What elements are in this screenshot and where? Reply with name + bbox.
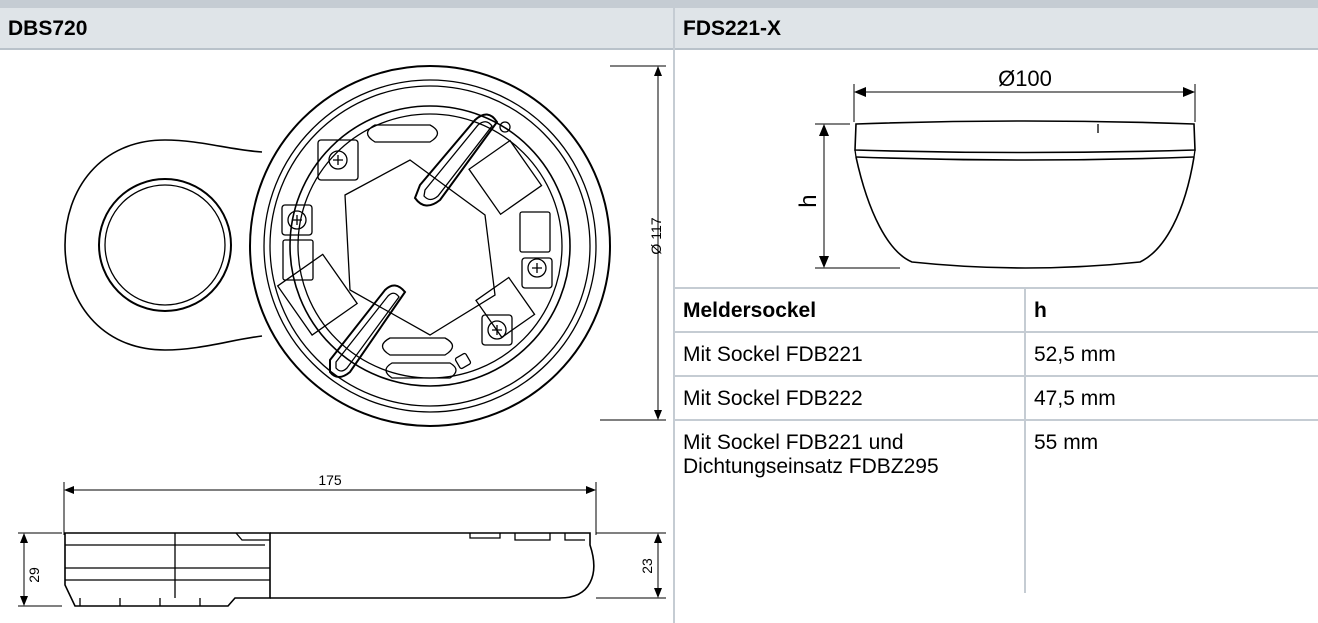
- top-rule: [0, 0, 1318, 8]
- fds221x-detector: [854, 120, 1196, 269]
- dbs720-top-view-drawing: [64, 65, 666, 427]
- dbs720-top-view: [64, 65, 611, 427]
- panel-title-fds221x: FDS221-X: [675, 8, 1318, 50]
- table-header-h: h: [1025, 287, 1318, 332]
- column-divider: [673, 8, 675, 623]
- dim-width-175: [63, 482, 597, 535]
- table-cell-sockel: Mit Sockel FDB221 und Dichtungseinsatz F…: [675, 419, 1026, 593]
- table-cell-h: 55 mm: [1025, 419, 1318, 593]
- table-header-meldersockel: Meldersockel: [675, 287, 1026, 332]
- dbs720-side-view: [64, 532, 595, 607]
- dim-diameter-100: [853, 84, 1196, 122]
- table-row: Mit Sockel FDB221 52,5 mm: [675, 331, 1318, 376]
- dim-label-h: h: [795, 194, 822, 208]
- dim-label-width-175: 175: [318, 472, 342, 488]
- table-row: Mit Sockel FDB221 und Dichtungseinsatz F…: [675, 419, 1318, 593]
- table-cell-h: 52,5 mm: [1025, 331, 1318, 376]
- dim-label-height-29: 29: [26, 567, 42, 583]
- table-row: Mit Sockel FDB222 47,5 mm: [675, 375, 1318, 420]
- dim-height-23: [596, 532, 666, 599]
- fds221x-side-view-drawing: [815, 84, 1196, 269]
- dim-height-h: [815, 123, 900, 269]
- table-header-row: Meldersockel h: [675, 287, 1318, 332]
- panel-title-dbs720: DBS720: [0, 8, 673, 50]
- meldersockel-table: Meldersockel h Mit Sockel FDB221 52,5 mm…: [675, 287, 1318, 593]
- dim-label-diameter-117: Ø 117: [648, 217, 664, 255]
- table-cell-sockel: Mit Sockel FDB221: [675, 331, 1026, 376]
- dim-label-diameter-100: Ø100: [998, 66, 1052, 91]
- table-cell-sockel: Mit Sockel FDB222: [675, 375, 1026, 420]
- dim-height-29: [18, 532, 62, 607]
- dbs720-side-view-drawing: [18, 482, 666, 607]
- dim-label-height-23: 23: [639, 558, 655, 574]
- dim-diameter-117: [600, 65, 666, 421]
- table-cell-h: 47,5 mm: [1025, 375, 1318, 420]
